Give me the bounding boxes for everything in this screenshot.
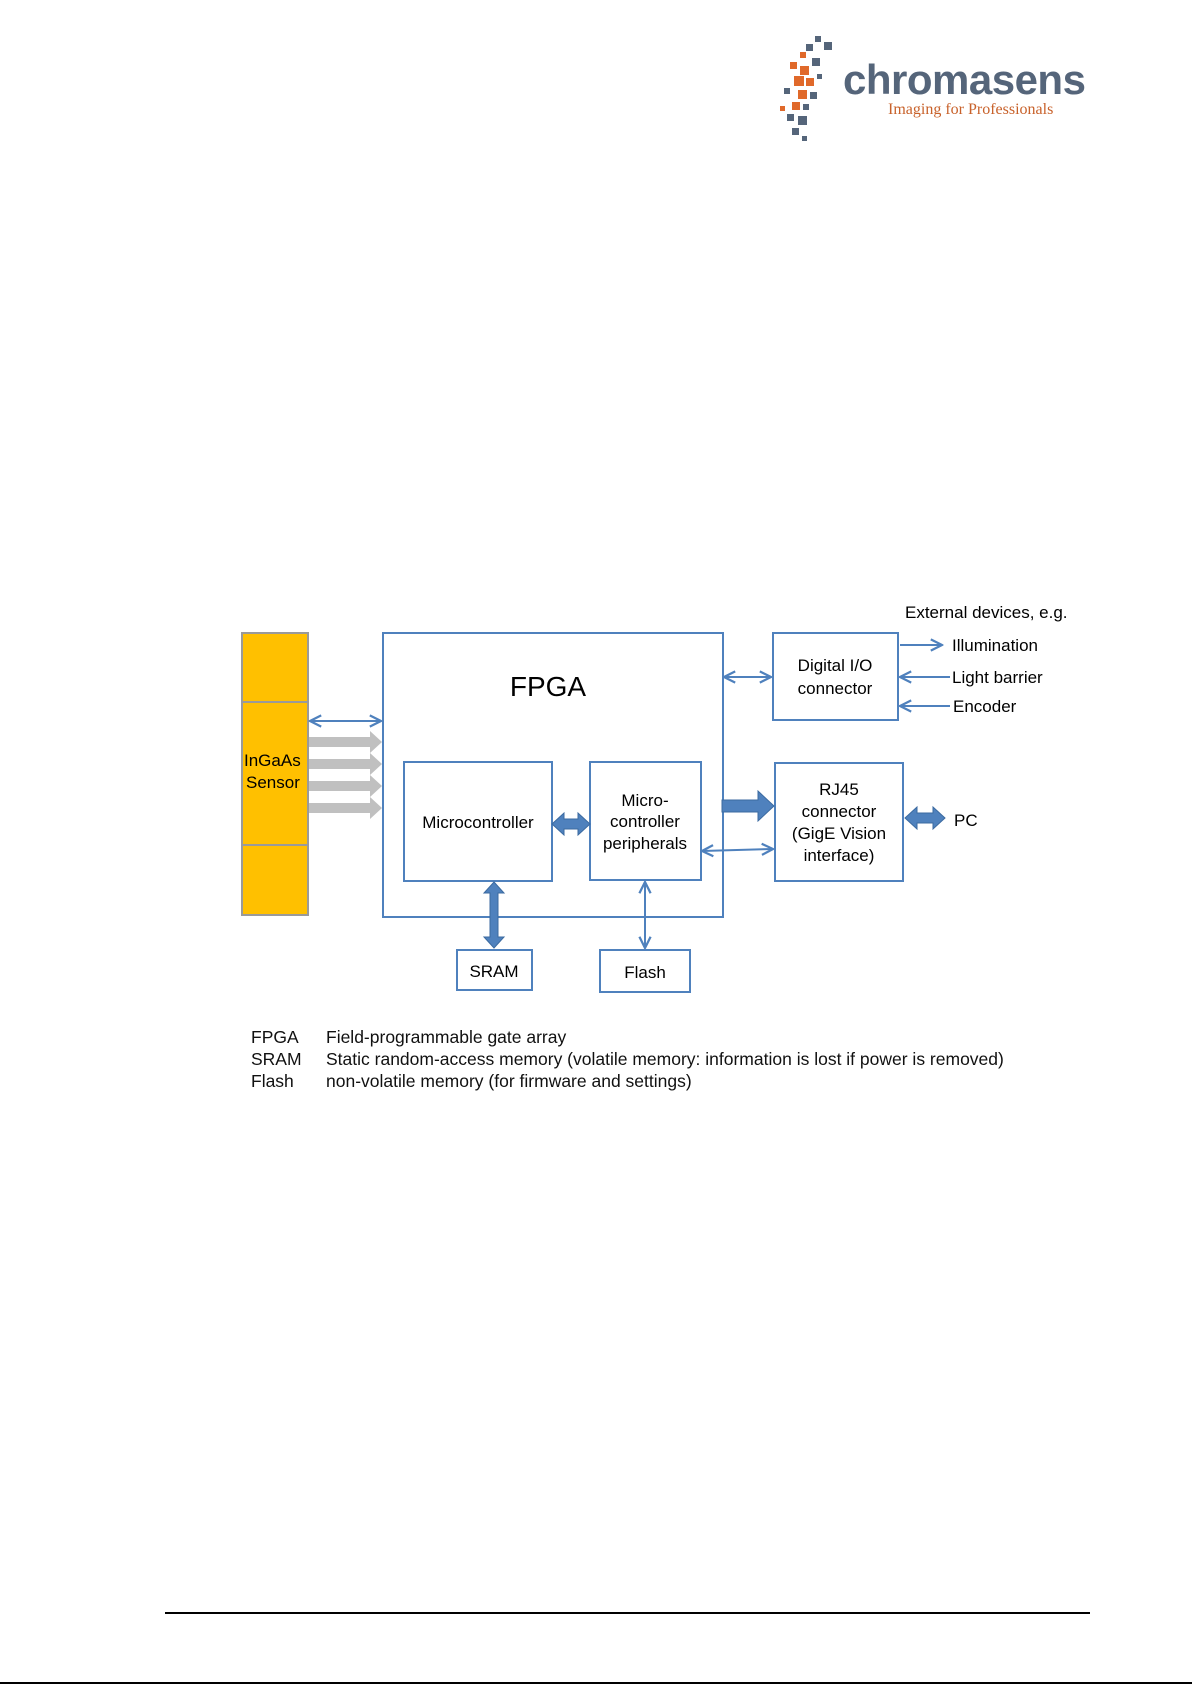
mcu-sram-bus (482, 881, 506, 949)
legend-desc: Static random-access memory (volatile me… (326, 1049, 1004, 1069)
brand-tagline: Imaging for Professionals (888, 101, 1054, 118)
digital-io-block (772, 632, 899, 721)
rj45-block (774, 762, 904, 882)
legend-abbr: SRAM (251, 1049, 302, 1069)
brand-name: chromasens (843, 56, 1086, 103)
chromasens-logo-icon (780, 36, 832, 141)
peripherals-label-line3: peripherals (603, 834, 687, 853)
legend-abbr: Flash (251, 1071, 294, 1091)
rj45-label-line1: RJ45 (819, 780, 859, 799)
digital-io-label-line1: Digital I/O (798, 656, 873, 675)
legend-row: FPGA Field-programmable gate array (251, 1026, 1004, 1048)
ext-light-barrier: Light barrier (952, 668, 1043, 687)
rj45-label-line4: interface) (804, 846, 875, 865)
peripherals-label-line2: controller (610, 812, 680, 831)
rj45-pc-arrow (904, 805, 946, 831)
microcontroller-label: Microcontroller (422, 813, 534, 832)
ext-illumination: Illumination (952, 636, 1038, 655)
rj45-label-line3: (GigE Vision (792, 824, 886, 843)
sram-label: SRAM (469, 962, 518, 981)
footer-divider (165, 1612, 1090, 1614)
legend-abbr: FPGA (251, 1027, 299, 1047)
rj45-label-line2: connector (802, 802, 877, 821)
page-bottom-divider (0, 1682, 1192, 1684)
flash-block (599, 949, 691, 993)
fpga-rj45-data-arrow (721, 789, 775, 823)
legend-desc: Field-programmable gate array (326, 1027, 567, 1047)
abbreviation-legend: FPGA Field-programmable gate array SRAM … (251, 1026, 1004, 1092)
mcu-peripherals-bus (551, 811, 591, 837)
sram-block (456, 949, 533, 991)
legend-desc: non-volatile memory (for firmware and se… (326, 1071, 692, 1091)
fpga-title: FPGA (510, 671, 587, 702)
digital-io-label-line2: connector (798, 679, 873, 698)
ext-encoder: Encoder (953, 697, 1017, 716)
flash-label: Flash (624, 963, 666, 982)
peripherals-label-line1: Micro- (621, 791, 668, 810)
peripherals-rj45-arrow (702, 849, 773, 851)
external-devices-header: External devices, e.g. (905, 603, 1068, 622)
ingaas-sensor: InGaAs Sensor (241, 632, 309, 916)
pc-label: PC (954, 811, 978, 830)
peripherals-block (589, 761, 702, 881)
sensor-label-line2: Sensor (246, 773, 300, 792)
microcontroller-block (403, 761, 553, 882)
legend-row: Flash non-volatile memory (for firmware … (251, 1070, 1004, 1092)
sensor-label-line1: InGaAs (244, 751, 301, 770)
legend-row: SRAM Static random-access memory (volati… (251, 1048, 1004, 1070)
sensor-data-arrows (309, 731, 382, 819)
fpga-block (382, 632, 724, 918)
